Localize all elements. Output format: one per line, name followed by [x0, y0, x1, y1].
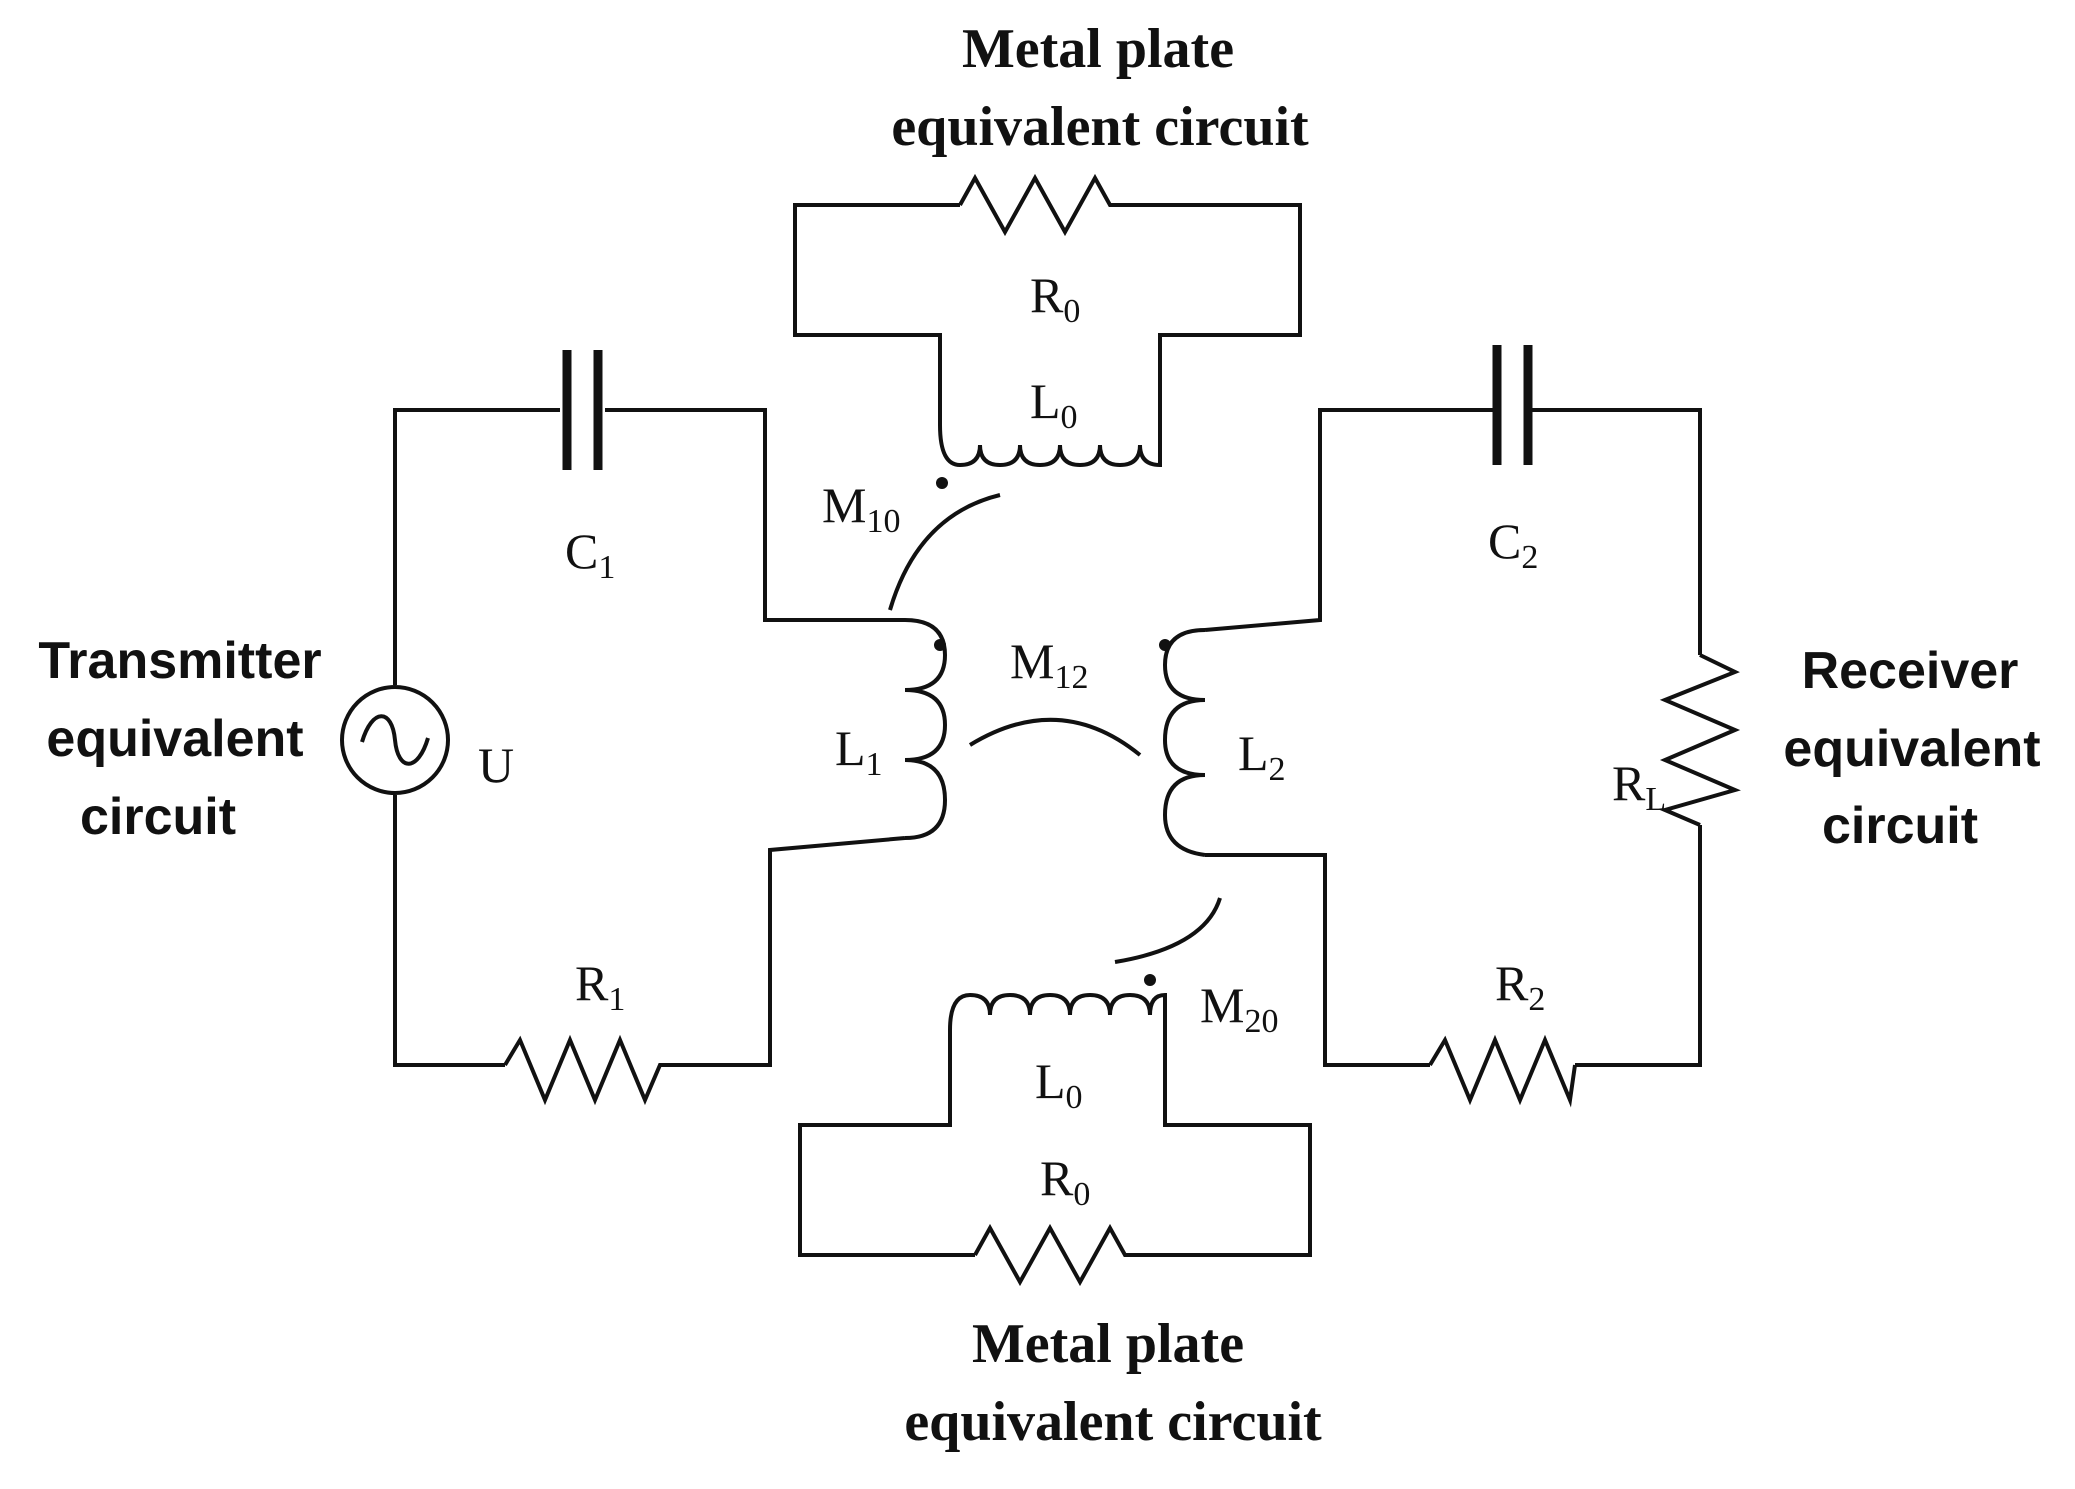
receiver-title-line3: circuit — [1822, 797, 1978, 855]
label-rl: RL — [1612, 755, 1666, 818]
bottom-plate-title-line2: equivalent circuit — [904, 1391, 1322, 1453]
receiver-title-line2: equivalent — [1783, 720, 2040, 778]
dot-l1 — [934, 639, 946, 651]
bottom-plate-title-line1: Metal plate — [972, 1313, 1244, 1375]
label-r0-top: R0 — [1030, 267, 1080, 330]
top-plate-title-line1: Metal plate — [962, 18, 1234, 80]
receiver-title-line1: Receiver — [1802, 642, 2019, 700]
l0-bottom-inductor — [948, 992, 1167, 1031]
label-r1: R1 — [575, 955, 625, 1018]
label-r0-bottom: R0 — [1040, 1150, 1090, 1213]
rl-resistor — [1659, 653, 1741, 827]
section-titles: Metal plate equivalent circuit Metal pla… — [38, 18, 2040, 1453]
label-l0-bottom: L0 — [1035, 1053, 1083, 1116]
top-plate-title-line2: equivalent circuit — [891, 96, 1309, 158]
r0-top-resistor — [958, 173, 1125, 237]
dot-l2 — [1159, 639, 1171, 651]
label-u: U — [478, 737, 514, 793]
ac-source-circle — [340, 685, 450, 795]
l2-inductor — [1162, 628, 1206, 857]
m20-arc — [1114, 897, 1222, 964]
top-plate-wires — [793, 203, 1302, 425]
dot-l0-bottom — [1144, 974, 1156, 986]
l1-inductor — [904, 618, 948, 840]
label-m12: M12 — [1010, 633, 1088, 696]
label-c1: C1 — [565, 523, 615, 586]
m12-arc — [968, 717, 1142, 757]
dot-l0-top — [936, 477, 948, 489]
l0-top-inductor — [938, 424, 1162, 468]
transmitter-title-line2: equivalent — [46, 710, 303, 768]
label-r2: R2 — [1495, 955, 1545, 1018]
component-labels: R0 L0 M10 C1 C2 M12 L1 L2 U RL R1 R2 M20… — [478, 267, 1666, 1213]
bottom-plate-wires — [798, 1030, 1312, 1257]
label-l0-top: L0 — [1030, 373, 1078, 436]
label-l1: L1 — [835, 720, 883, 783]
transmitter-circuit — [340, 350, 948, 1106]
transmitter-title-line1: Transmitter — [38, 632, 321, 690]
r1-resistor — [503, 1034, 670, 1106]
top-plate-circuit — [793, 173, 1302, 468]
label-m20: M20 — [1200, 977, 1278, 1040]
r2-resistor — [1428, 1034, 1577, 1108]
receiver-circuit — [1162, 345, 1741, 1108]
label-c2: C2 — [1488, 513, 1538, 576]
ac-source-wave — [360, 714, 430, 766]
receiver-wires — [1204, 408, 1702, 1067]
transmitter-title-line3: circuit — [80, 788, 236, 846]
m10-arc — [888, 493, 1001, 611]
label-l2: L2 — [1238, 725, 1286, 788]
label-m10: M10 — [822, 477, 900, 540]
r0-bottom-resistor — [973, 1223, 1140, 1287]
bottom-plate-circuit — [798, 992, 1312, 1287]
transmitter-wires — [393, 408, 906, 1067]
coupling-marks — [888, 477, 1222, 986]
